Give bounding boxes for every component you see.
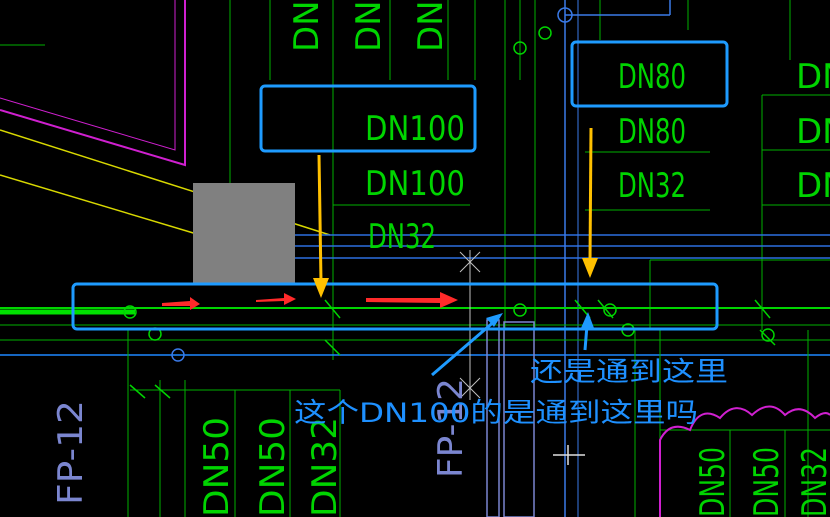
yellow-pipe-line — [0, 174, 201, 236]
dn-label: DN50 — [197, 417, 237, 517]
dn-label: DN — [796, 57, 830, 97]
flow-arrow-icon — [256, 293, 296, 305]
dn-label: DN32 — [368, 217, 436, 257]
white-cross — [459, 377, 481, 399]
dn-label: DN50 — [693, 447, 733, 517]
arrow-head — [582, 258, 598, 278]
dn-label: DN32 — [305, 417, 345, 517]
flow-arrows — [162, 292, 458, 310]
highlight-box-dn80 — [570, 40, 729, 108]
bottom-vertical-labels: DN50 DN50 DN32 — [197, 417, 345, 517]
arrow-down-right — [588, 127, 593, 263]
annotation-question: 这个DN100的是通到这里吗 — [294, 398, 698, 429]
dn-label: DN100 — [365, 164, 465, 204]
top-vertical-labels: DN50 DN50 DN32 — [287, 0, 451, 52]
dn-label: DN100 — [365, 109, 465, 149]
flow-arrow-icon — [162, 297, 200, 310]
dn-label: DN50 — [287, 0, 327, 52]
purple-riser — [503, 321, 535, 517]
white-cross — [459, 251, 481, 273]
flow-arrow-icon — [366, 292, 458, 308]
leader-arrow-head — [581, 312, 594, 328]
revision-cloud — [659, 405, 830, 517]
arrow-head — [313, 278, 329, 298]
dn-label: DN80 — [618, 57, 686, 97]
dn-label: DN32 — [411, 0, 451, 52]
dn-label: DN50 — [747, 447, 787, 517]
magenta-boundary-inner — [0, 0, 176, 151]
highlight-box-main-pipe — [71, 282, 719, 331]
leader-line — [431, 318, 497, 377]
fp-label: FP-12 — [431, 378, 471, 478]
dn-label: DN32 — [795, 447, 830, 517]
crosshair-cursor-icon — [553, 445, 585, 465]
fp-label: FP-12 — [51, 400, 91, 505]
highlight-box-dn100 — [259, 84, 477, 153]
annotation-reply: 还是通到这里 — [530, 357, 728, 388]
dn-label: DN — [796, 166, 830, 206]
dn-label: DN50 — [349, 0, 389, 52]
annotation-leaders — [431, 312, 594, 377]
leader-line — [583, 324, 589, 351]
yellow-arrows — [313, 127, 598, 298]
pipe-nodes-blue — [171, 7, 573, 362]
arrow-down-left — [317, 154, 323, 283]
leader-arrow-head — [486, 313, 503, 327]
dn-label: DN80 — [618, 112, 686, 152]
bottom-right-vertical-labels: DN50 DN50 DN32 — [693, 447, 830, 517]
equipment-block — [193, 183, 295, 283]
dn-label: DN32 — [618, 166, 686, 206]
dn-label: DN50 — [253, 417, 293, 517]
dn-label: DN — [796, 112, 830, 152]
magenta-boundary — [0, 0, 186, 167]
